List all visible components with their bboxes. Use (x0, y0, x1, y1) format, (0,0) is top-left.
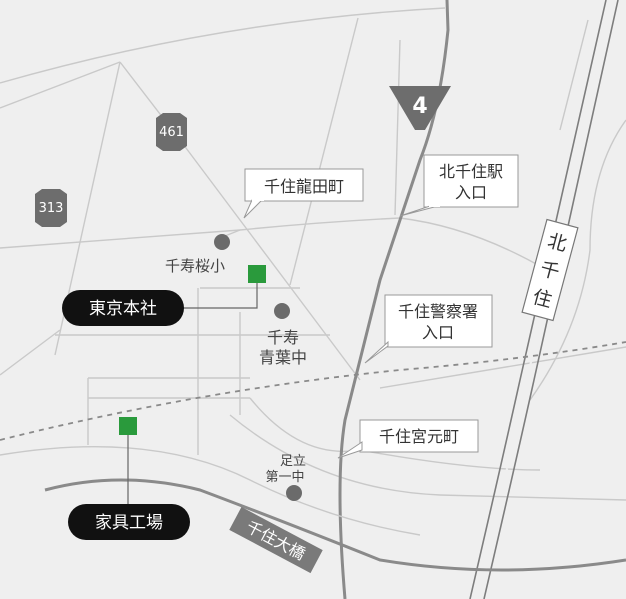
callout-kitasenju-line2: 入口 (455, 183, 487, 202)
callout-senju-police-entrance: 千住警察署 入口 (364, 294, 493, 364)
callout-senju-miyamoto-label: 千住宮元町 (379, 427, 459, 446)
callout-senju-tatsuta-label: 千住龍田町 (264, 177, 344, 196)
factory-label: 家具工場 (95, 513, 163, 533)
facility-furniture-factory: 家具工場 (68, 417, 190, 540)
route-313-shield: 313 (35, 189, 67, 227)
school-senju-sakura: 千寿桜小 (165, 234, 230, 275)
callout-police-line1: 千住警察署 (398, 302, 478, 321)
callout-kitasenju-line1: 北千住駅 (439, 162, 503, 181)
head-office-leader-line (182, 283, 258, 309)
school-senju-aoba-line2: 青葉中 (259, 348, 307, 367)
callout-police-line2: 入口 (422, 323, 454, 342)
school-senju-aoba: 千寿 青葉中 (259, 303, 307, 367)
head-office-label-bg (62, 290, 184, 326)
school-adachi-line2: 第一中 (265, 470, 304, 485)
factory-marker (119, 417, 137, 435)
route-4-shield: 4 (389, 86, 451, 130)
school-marker (214, 234, 230, 250)
callout-senju-miyamoto: 千住宮元町 (337, 419, 479, 459)
school-marker (274, 303, 290, 319)
school-adachi-daiichi: 足立 第一中 (265, 454, 306, 501)
factory-label-bg (68, 504, 190, 540)
school-senju-aoba-line1: 千寿 (267, 328, 299, 347)
school-senju-sakura-label: 千寿桜小 (165, 257, 225, 275)
riverbank-road (0, 445, 421, 536)
school-adachi-line1: 足立 (280, 454, 306, 469)
callout-kitasenju-station-entrance: 北千住駅 入口 (399, 154, 519, 217)
railway (469, 0, 619, 599)
route-461-number: 461 (159, 125, 184, 140)
facility-head-office: 東京本社 (62, 265, 266, 326)
callout-senju-tatsuta: 千住龍田町 (243, 168, 364, 219)
route-461-shield: 461 (156, 113, 187, 151)
route-4-number: 4 (412, 94, 427, 119)
main-roads (44, 0, 626, 599)
head-office-label: 東京本社 (89, 299, 157, 319)
route-313-number: 313 (39, 201, 64, 216)
school-marker (286, 485, 302, 501)
head-office-marker (248, 265, 266, 283)
dashed-rail-line (0, 341, 626, 441)
station-kitasenju: 北 千 住 (521, 218, 579, 322)
